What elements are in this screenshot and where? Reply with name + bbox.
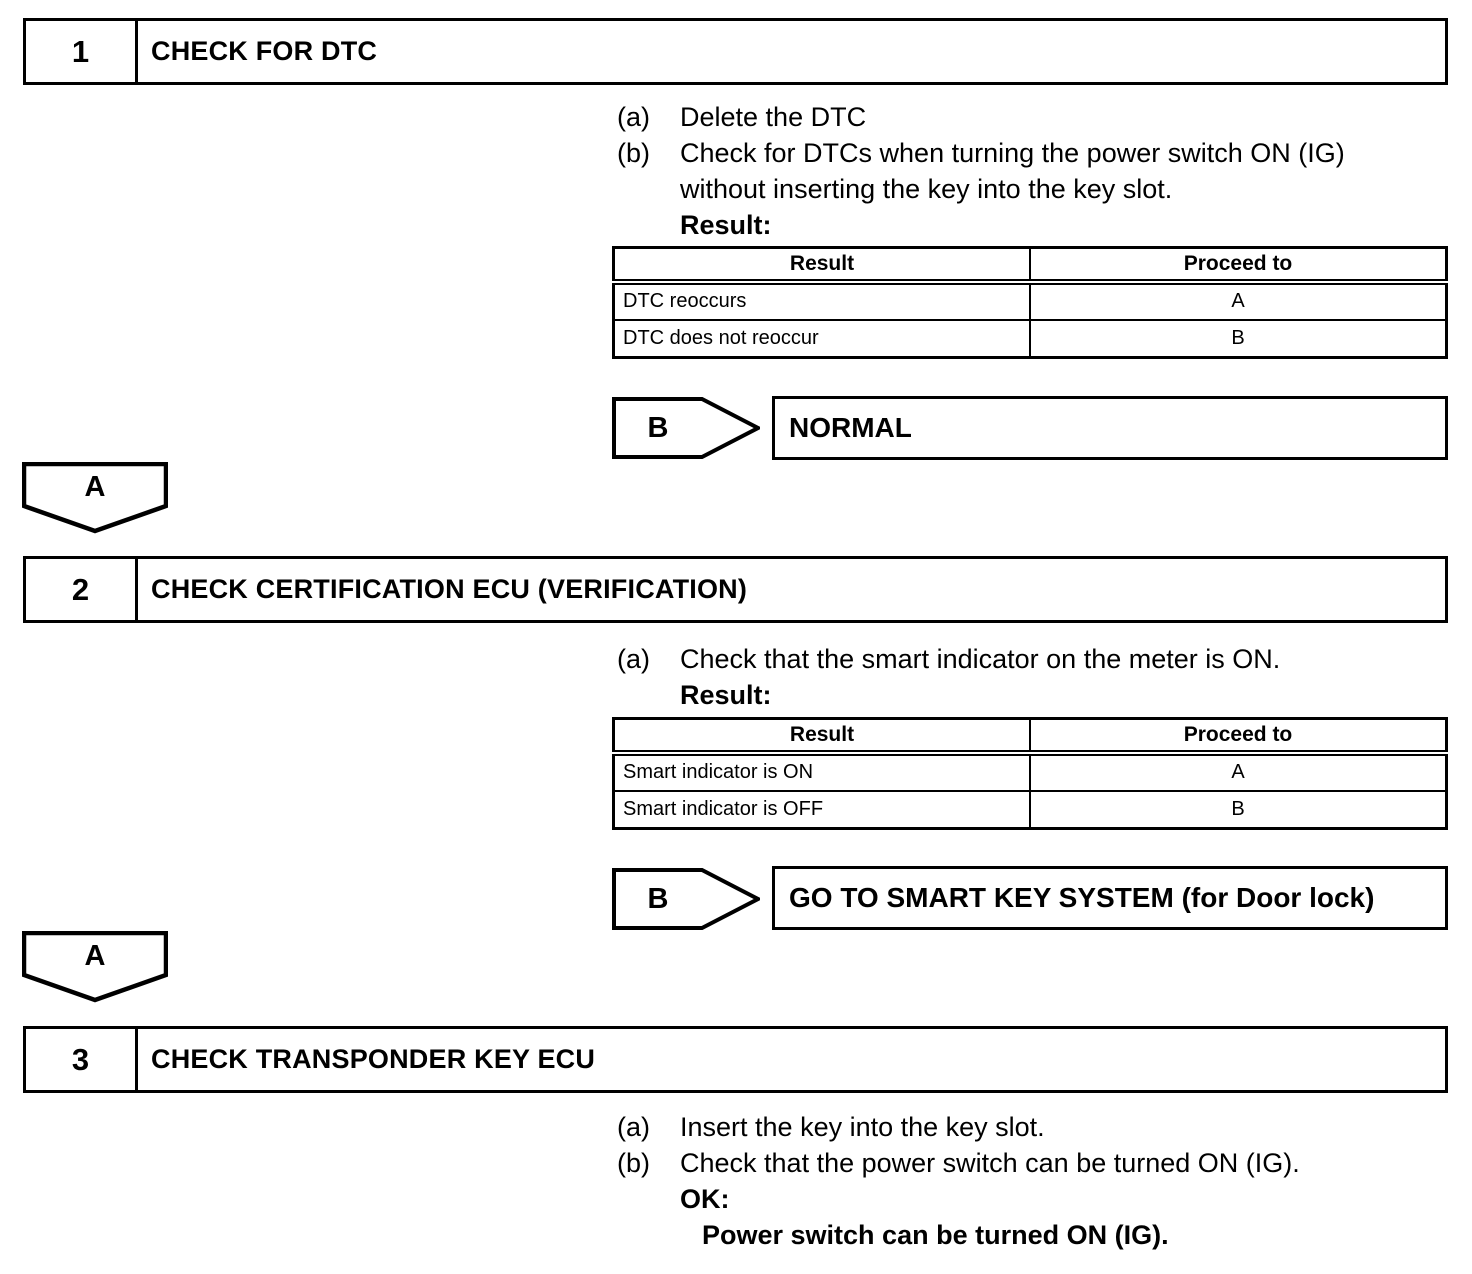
table-row: Smart indicator is OFF B bbox=[612, 789, 1448, 830]
instruction-row: (b) Check for DTCs when turning the powe… bbox=[612, 135, 1448, 207]
ok-condition-text: Power switch can be turned ON (IG). bbox=[702, 1220, 1169, 1250]
step-title: CHECK FOR DTC bbox=[151, 36, 378, 66]
step-2-header: 2 CHECK CERTIFICATION ECU (VERIFICATION) bbox=[23, 556, 1448, 623]
table-header-result: Result bbox=[612, 717, 1031, 756]
result-label: Result: bbox=[680, 680, 772, 710]
connector-down-icon bbox=[21, 930, 169, 1003]
table-cell-result: Smart indicator is ON bbox=[612, 751, 1031, 792]
instruction-text: Check that the smart indicator on the me… bbox=[680, 644, 1281, 674]
step-2-instructions: (a) Check that the smart indicator on th… bbox=[612, 641, 1448, 830]
connector-a-step2: A bbox=[21, 930, 169, 1003]
branch-letter: B bbox=[647, 882, 669, 915]
connector-a-step1: A bbox=[21, 461, 169, 534]
action-box-normal: NORMAL bbox=[772, 396, 1448, 460]
table-header-proceed-to: Proceed to bbox=[1029, 246, 1448, 285]
result-label: Result: bbox=[680, 210, 772, 240]
table-cell-result: DTC does not reoccur bbox=[612, 318, 1031, 359]
instruction-row: (b) Check that the power switch can be t… bbox=[612, 1145, 1448, 1181]
branch-b-connector-step2: B bbox=[612, 868, 763, 930]
instruction-row: (a) Check that the smart indicator on th… bbox=[612, 641, 1448, 677]
step-1-instructions: (a) Delete the DTC (b) Check for DTCs wh… bbox=[612, 99, 1448, 359]
connector-letter: A bbox=[84, 470, 106, 503]
result-table-step1: Result Proceed to DTC reoccurs A DTC doe… bbox=[612, 246, 1448, 359]
table-row: Smart indicator is ON A bbox=[612, 751, 1448, 792]
step-1-header: 1 CHECK FOR DTC bbox=[23, 18, 1448, 85]
table-cell-proceed-to: B bbox=[1029, 789, 1448, 830]
step-title: CHECK CERTIFICATION ECU (VERIFICATION) bbox=[151, 574, 748, 604]
table-cell-result: DTC reoccurs bbox=[612, 280, 1031, 321]
step-title: CHECK TRANSPONDER KEY ECU bbox=[151, 1044, 596, 1074]
step-number: 2 bbox=[26, 559, 138, 620]
instruction-row: (a) Insert the key into the key slot. bbox=[612, 1109, 1448, 1145]
branch-letter: B bbox=[647, 411, 669, 444]
instruction-marker: (a) bbox=[617, 102, 650, 132]
branch-arrow-right-icon bbox=[612, 397, 763, 459]
table-row: DTC does not reoccur B bbox=[612, 318, 1448, 359]
step-number: 1 bbox=[26, 21, 138, 82]
step-number: 3 bbox=[26, 1029, 138, 1090]
instruction-marker: (b) bbox=[617, 138, 650, 168]
instruction-text: without inserting the key into the key s… bbox=[680, 174, 1173, 204]
connector-down-icon bbox=[21, 461, 169, 534]
table-header-result: Result bbox=[612, 246, 1031, 285]
instruction-marker: (a) bbox=[617, 644, 650, 674]
table-header-row: Result Proceed to bbox=[612, 246, 1448, 285]
table-cell-result: Smart indicator is OFF bbox=[612, 789, 1031, 830]
table-header-row: Result Proceed to bbox=[612, 717, 1448, 756]
instruction-text: Insert the key into the key slot. bbox=[680, 1112, 1045, 1142]
branch-arrow-right-icon bbox=[612, 868, 763, 930]
instruction-text: Delete the DTC bbox=[680, 102, 867, 132]
instruction-text: Check that the power switch can be turne… bbox=[680, 1148, 1300, 1178]
table-header-proceed-to: Proceed to bbox=[1029, 717, 1448, 756]
branch-b-connector-step1: B bbox=[612, 397, 763, 459]
table-row: DTC reoccurs A bbox=[612, 280, 1448, 321]
instruction-marker: (a) bbox=[617, 1112, 650, 1142]
result-table-step2: Result Proceed to Smart indicator is ON … bbox=[612, 717, 1448, 830]
instruction-marker: (b) bbox=[617, 1148, 650, 1178]
instruction-row: (a) Delete the DTC bbox=[612, 99, 1448, 135]
table-cell-proceed-to: A bbox=[1029, 751, 1448, 792]
instruction-text: Check for DTCs when turning the power sw… bbox=[680, 138, 1345, 168]
step-3-instructions: (a) Insert the key into the key slot. (b… bbox=[612, 1109, 1448, 1253]
action-box-go-to-smart-key: GO TO SMART KEY SYSTEM (for Door lock) bbox=[772, 866, 1448, 930]
step-3-header: 3 CHECK TRANSPONDER KEY ECU bbox=[23, 1026, 1448, 1093]
connector-letter: A bbox=[84, 939, 106, 972]
ok-label: OK: bbox=[680, 1184, 730, 1214]
table-cell-proceed-to: B bbox=[1029, 318, 1448, 359]
table-cell-proceed-to: A bbox=[1029, 280, 1448, 321]
